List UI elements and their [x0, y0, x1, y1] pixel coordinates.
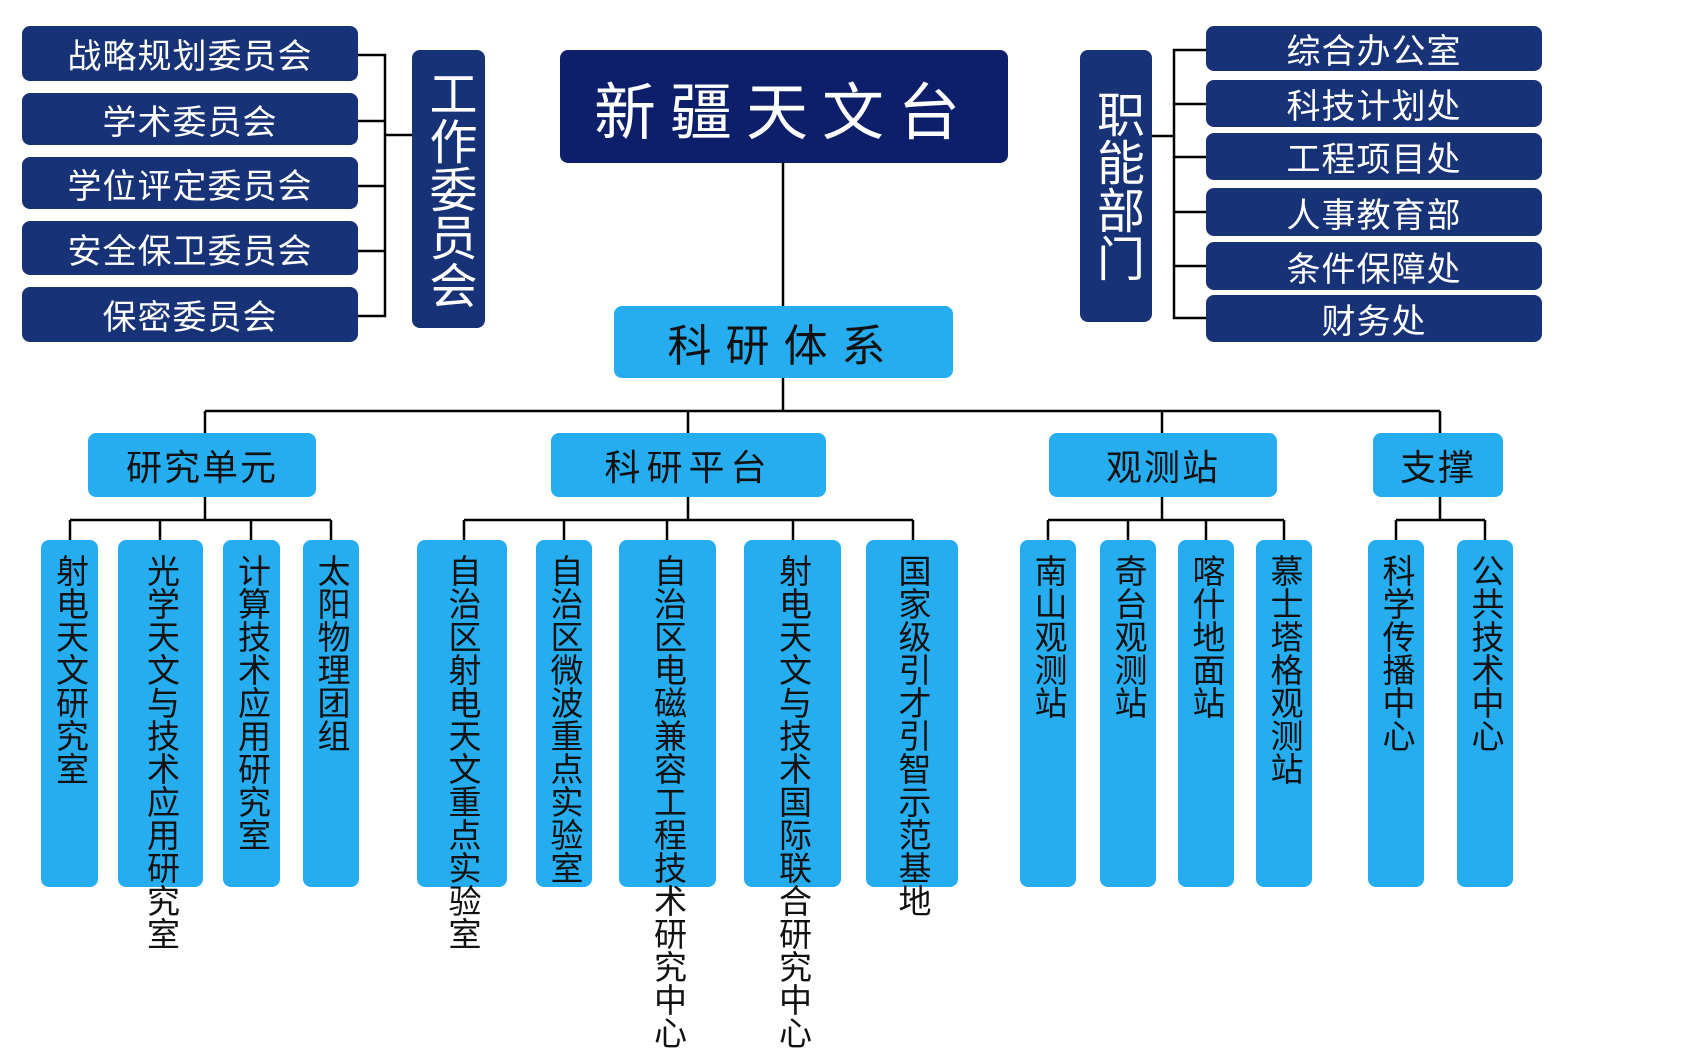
committee-item: 保密委员会	[22, 287, 358, 342]
committee-item-label: 学位评定委员会	[67, 166, 313, 207]
unit-box: 自治区射电天文重点实验室	[417, 540, 507, 950]
department-item: 人事教育部	[1206, 188, 1542, 236]
functional-departments-box: 职能部门	[1080, 50, 1152, 322]
unit-label: 射电天文研究室	[50, 554, 90, 785]
committee-item-label: 保密委员会	[102, 298, 278, 338]
department-item-label: 工程项目处	[1286, 140, 1462, 180]
functional-departments-label: 职能部门	[1088, 90, 1144, 282]
unit-label: 射电天文与技术国际联合研究中心	[773, 554, 813, 1049]
unit-label: 光学天文与技术应用研究室	[141, 554, 181, 950]
department-item-label: 财务处	[1321, 302, 1427, 342]
unit-label: 太阳物理团组	[312, 554, 351, 752]
title-box: 新疆天文台	[560, 50, 1008, 163]
department-item-label: 科技计划处	[1286, 87, 1462, 127]
unit-box: 光学天文与技术应用研究室	[118, 540, 203, 950]
unit-box: 南山观测站	[1020, 540, 1076, 887]
unit-label: 喀什地面站	[1187, 554, 1226, 719]
unit-label: 自治区电磁兼容工程技术研究中心	[648, 554, 688, 1049]
page-title: 新疆天文台	[593, 75, 974, 149]
group-header-observatories: 观测站	[1049, 433, 1277, 497]
work-committee-box: 工作委员会	[412, 50, 485, 328]
committee-item: 战略规划委员会	[22, 26, 358, 81]
committee-item-label: 战略规划委员会	[67, 37, 313, 77]
unit-label: 奇台观测站	[1109, 554, 1148, 719]
unit-label: 自治区射电天文重点实验室	[443, 554, 482, 950]
department-item: 条件保障处	[1206, 242, 1542, 290]
group-label: 观测站	[1105, 448, 1220, 489]
group-header-support: 支撑	[1373, 433, 1503, 497]
committee-item-label: 安全保卫委员会	[67, 231, 313, 272]
department-item-label: 综合办公室	[1286, 32, 1462, 72]
group-header-research-platforms: 科研平台	[551, 433, 826, 497]
unit-label: 计算技术应用研究室	[232, 554, 272, 851]
group-label: 支撑	[1399, 448, 1476, 489]
unit-box: 慕士塔格观测站	[1256, 540, 1312, 887]
group-header-research-units: 研究单元	[88, 433, 316, 497]
department-item-label: 条件保障处	[1286, 249, 1462, 290]
department-item: 综合办公室	[1206, 26, 1542, 72]
unit-box: 奇台观测站	[1100, 540, 1156, 887]
group-label: 科研平台	[604, 448, 773, 489]
unit-label: 自治区微波重点实验室	[545, 554, 584, 884]
department-item: 科技计划处	[1206, 80, 1542, 127]
unit-label: 南山观测站	[1029, 554, 1068, 719]
unit-box: 科学传播中心	[1368, 540, 1424, 887]
department-item: 财务处	[1206, 295, 1542, 342]
unit-box: 喀什地面站	[1178, 540, 1234, 887]
department-item-label: 人事教育部	[1286, 195, 1462, 236]
unit-box: 射电天文与技术国际联合研究中心	[744, 540, 841, 1049]
department-item: 工程项目处	[1206, 133, 1542, 180]
connector-lines	[68, 48, 1487, 540]
unit-box: 公共技术中心	[1457, 540, 1513, 887]
work-committee-label: 工作委员会	[420, 69, 477, 309]
committee-item: 学术委员会	[22, 93, 358, 145]
unit-label: 国家级引才引智示范基地	[893, 554, 932, 917]
unit-label: 公共技术中心	[1466, 554, 1505, 752]
unit-box: 计算技术应用研究室	[223, 540, 280, 887]
unit-box: 自治区电磁兼容工程技术研究中心	[619, 540, 716, 1049]
unit-box: 国家级引才引智示范基地	[866, 540, 958, 917]
research-system-label: 科研体系	[667, 321, 900, 372]
committee-item: 安全保卫委员会	[22, 221, 358, 275]
unit-label: 慕士塔格观测站	[1265, 554, 1304, 785]
committee-item-label: 学术委员会	[102, 102, 278, 143]
unit-box: 自治区微波重点实验室	[536, 540, 592, 887]
research-system-box: 科研体系	[614, 306, 953, 378]
committee-item: 学位评定委员会	[22, 157, 358, 209]
group-label: 研究单元	[125, 448, 278, 489]
unit-label: 科学传播中心	[1377, 554, 1416, 752]
unit-box: 太阳物理团组	[303, 540, 359, 887]
unit-box: 射电天文研究室	[41, 540, 98, 887]
